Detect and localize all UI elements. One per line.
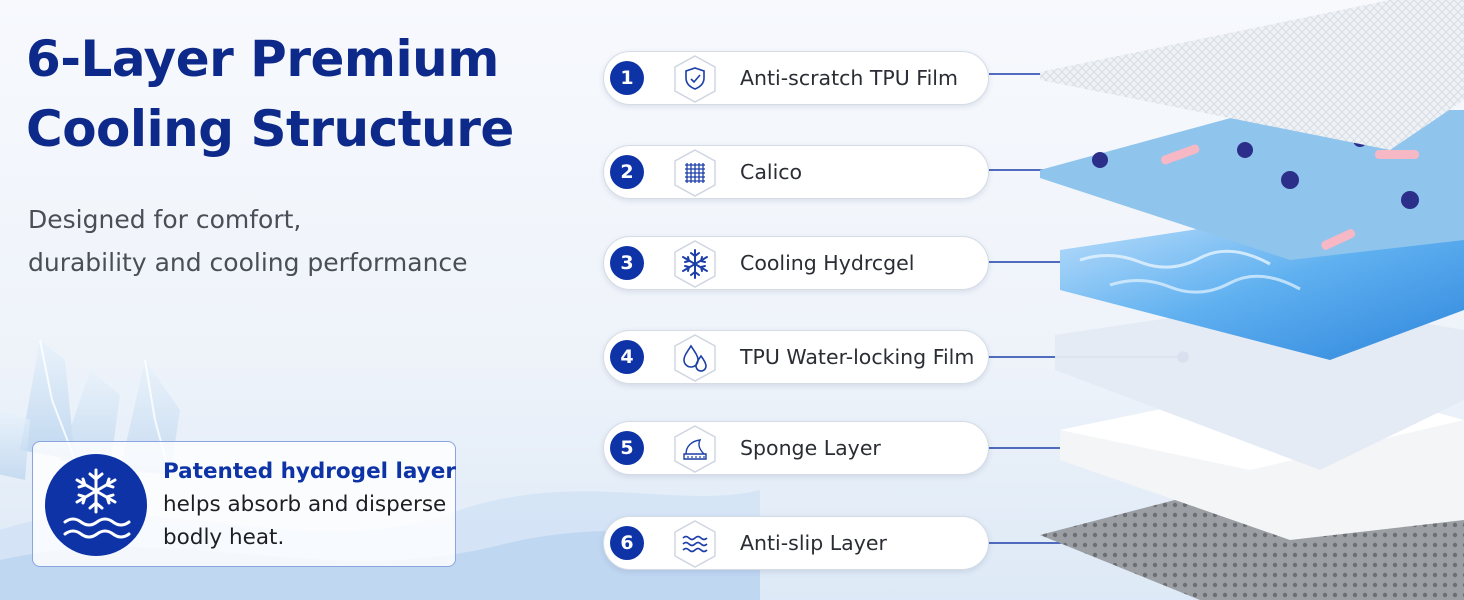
layer-number-badge: 2: [610, 155, 644, 189]
subtitle-line-1: Designed for comfort,: [28, 205, 302, 234]
layer-item-5: 5 Sponge Layer: [603, 421, 989, 475]
layer-item-6: 6 Anti-slip Layer: [603, 516, 989, 570]
patent-description: Patented hydrogel layer helps absorb and…: [163, 455, 456, 554]
layer-number-badge: 6: [610, 526, 644, 560]
layer-label: Anti-scratch TPU Film: [740, 66, 958, 90]
water-drops-icon: [674, 334, 716, 382]
patent-headline: Patented hydrogel layer: [163, 459, 456, 484]
page-title: 6-Layer Premium Cooling Structure: [26, 24, 514, 164]
layer-label: TPU Water-locking Film: [740, 345, 975, 369]
snowflake-icon: [674, 240, 716, 288]
patent-callout: Patented hydrogel layer helps absorb and…: [32, 441, 456, 567]
layer-number-badge: 4: [610, 340, 644, 374]
shield-check-icon: [674, 55, 716, 103]
patent-line-3: bodly heat.: [163, 525, 285, 550]
layer-label: Cooling Hydrcgel: [740, 251, 915, 275]
layer-label: Anti-slip Layer: [740, 531, 887, 555]
patent-line-2: helps absorb and disperse: [163, 492, 447, 517]
fabric-grid-icon: [674, 149, 716, 197]
subtitle: Designed for comfort, durability and coo…: [28, 198, 468, 284]
waves-icon: [674, 520, 716, 568]
sponge-icon: [674, 425, 716, 473]
layer-number-badge: 5: [610, 431, 644, 465]
layer-number-badge: 1: [610, 61, 644, 95]
layer-number-badge: 3: [610, 246, 644, 280]
layer-item-3: 3 Cooling Hydrcgel: [603, 236, 989, 290]
layer-stack-image: [1040, 0, 1464, 600]
layer-item-2: 2 Calico: [603, 145, 989, 199]
subtitle-line-2: durability and cooling performance: [28, 248, 468, 277]
title-line-2: Cooling Structure: [26, 100, 514, 158]
layer-item-1: 1 Anti-scratch TPU Film: [603, 51, 989, 105]
layer-label: Sponge Layer: [740, 436, 881, 460]
layer-item-4: 4 TPU Water-locking Film: [603, 330, 989, 384]
layer-label: Calico: [740, 160, 803, 184]
title-line-1: 6-Layer Premium: [26, 30, 499, 88]
snowflake-wave-icon: [45, 454, 147, 556]
